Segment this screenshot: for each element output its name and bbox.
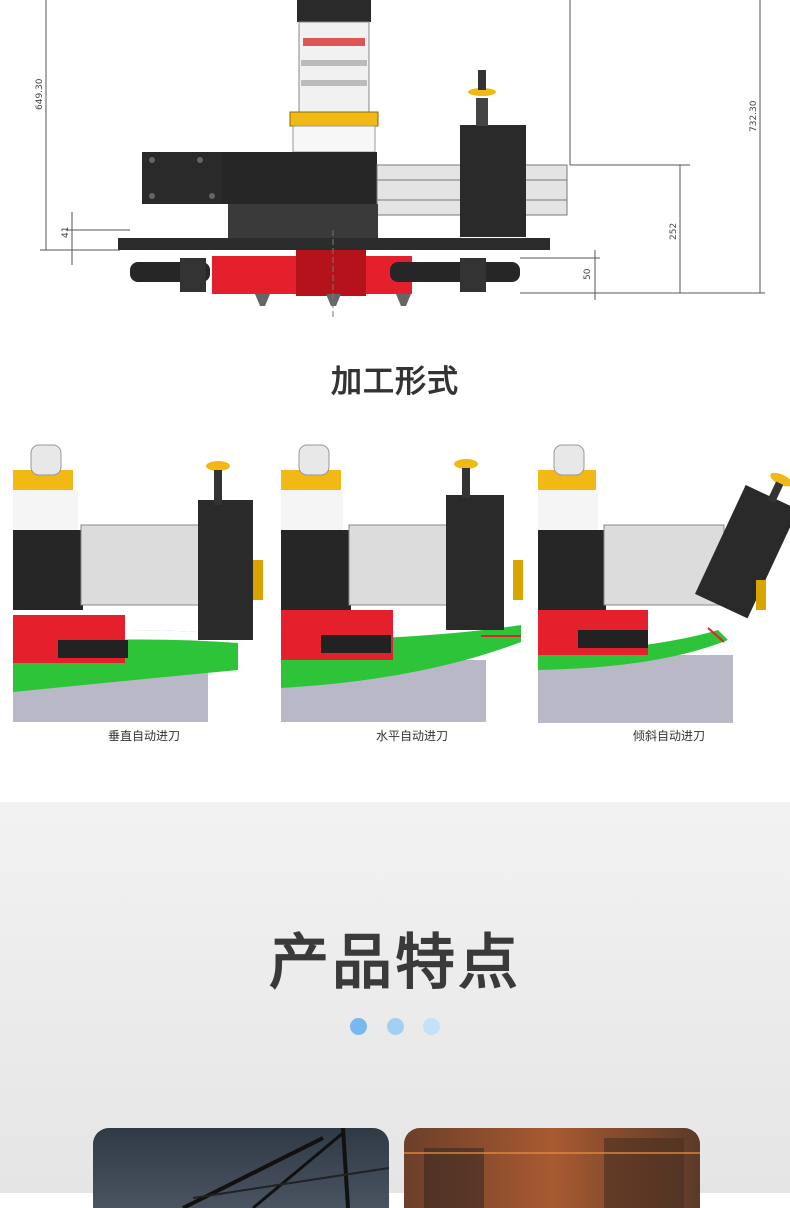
feature-photo-factory xyxy=(404,1128,700,1208)
dim-right-total: 732.30 xyxy=(749,100,759,132)
form-card-vertical: 垂直自动进刀 xyxy=(13,430,275,743)
form-card-inclined: 倾斜自动进刀 xyxy=(538,430,790,743)
features-section: 产品特点 xyxy=(0,802,790,1208)
form-card-horizontal: 水平自动进刀 xyxy=(281,430,543,743)
steel-structure-image xyxy=(182,1128,389,1208)
carousel-dot-2[interactable] xyxy=(386,1018,404,1035)
machine-drawing-svg: 649.30 41 732.30 252 50 xyxy=(35,0,765,318)
form-caption-horizontal: 水平自动进刀 xyxy=(375,729,448,743)
horizontal-feed-illustration xyxy=(281,444,523,722)
machine-drawing: 649.30 41 732.30 252 50 xyxy=(0,0,790,320)
form-caption-vertical: 垂直自动进刀 xyxy=(107,729,180,743)
feature-photo-steel-structure xyxy=(93,1128,389,1208)
carousel-dot-1[interactable] xyxy=(350,1018,368,1035)
inclined-feed-illustration xyxy=(538,444,790,723)
processing-forms: 垂直自动进刀 水平自动进刀 xyxy=(0,430,790,750)
features-title: 产品特点 xyxy=(269,928,521,998)
dim-height-rail: 252 xyxy=(669,223,679,240)
dim-bottom: 50 xyxy=(583,268,593,280)
carousel-dot-3[interactable] xyxy=(422,1018,440,1035)
dim-base: 41 xyxy=(61,227,71,238)
factory-image xyxy=(404,1138,700,1208)
carousel-dots xyxy=(0,1018,790,1039)
vertical-feed-illustration xyxy=(13,444,263,722)
process-title: 加工形式 xyxy=(331,364,459,400)
form-caption-inclined: 倾斜自动进刀 xyxy=(632,729,705,743)
dim-left-total: 649.30 xyxy=(35,78,45,110)
